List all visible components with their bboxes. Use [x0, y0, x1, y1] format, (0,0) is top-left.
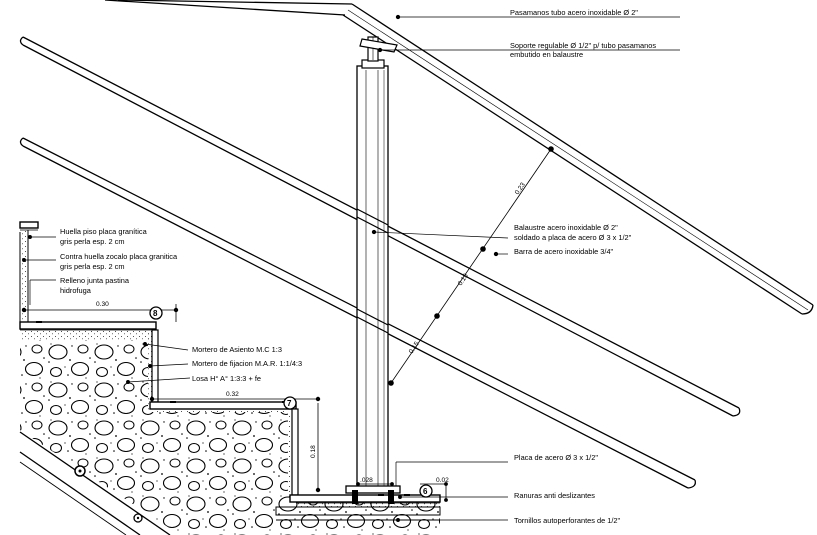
- label-support-2: embutido en balaustre: [510, 50, 583, 59]
- label-baluster-1: Balaustre acero inoxidable Ø 2": [514, 223, 618, 232]
- marker-6: 6: [423, 487, 428, 496]
- label-mortar-fix: Mortero de fijacion M.A.R. 1:1/4:3: [192, 359, 302, 368]
- handrail-tube: [342, 3, 814, 315]
- label-joint-1: Relleno junta pastina: [60, 276, 130, 285]
- label-mortar-seat: Mortero de Asiento M.C 1:3: [192, 345, 282, 354]
- dim-0-18: 0.18: [310, 445, 317, 458]
- label-support-1: Soporte regulable Ø 1/2" p/ tubo pasaman…: [510, 41, 656, 50]
- annotation-labels: Pasamanos tubo acero inoxidable Ø 2" Sop…: [60, 8, 656, 525]
- label-slab: Losa H° A° 1:3:3 + fe: [192, 374, 261, 383]
- dim-0-028: .028: [360, 477, 373, 484]
- marker-7: 7: [287, 399, 292, 408]
- dim-0-02: 0.02: [436, 477, 449, 484]
- base-plate: [345, 485, 401, 504]
- label-baluster-2: soldado a placa de acero Ø 3 x 1/2": [514, 233, 632, 242]
- label-screws: Tornillos autoperforantes de 1/2": [514, 516, 621, 525]
- label-joint-2: hidrofuga: [60, 286, 92, 295]
- step-markers: 8 7 6: [149, 306, 433, 498]
- leader-lines: [22, 14, 680, 522]
- label-tread-2: gris perla esp. 2 cm: [60, 237, 125, 246]
- label-handrail: Pasamanos tubo acero inoxidable Ø 2": [510, 8, 638, 17]
- adjustable-support: [359, 36, 398, 62]
- label-tread-1: Huella piso placa granítica: [60, 227, 148, 236]
- dim-0-30: 0.30: [96, 301, 109, 308]
- baluster: [356, 59, 389, 491]
- marker-8: 8: [153, 309, 158, 318]
- label-riser-1: Contra huella zocalo placa granitica: [60, 252, 178, 261]
- label-grooves: Ranuras anti deslizantes: [514, 491, 595, 500]
- dim-0-32: 0.32: [226, 391, 239, 398]
- dim-0-23: 0.23: [514, 181, 527, 196]
- label-plate: Placa de acero Ø 3 x 1/2": [514, 453, 598, 462]
- dim-0-15-upper: 0.15: [457, 272, 470, 287]
- label-riser-2: gris perla esp. 2 cm: [60, 262, 125, 271]
- label-bar: Barra de acero inoxidable 3/4": [514, 247, 614, 256]
